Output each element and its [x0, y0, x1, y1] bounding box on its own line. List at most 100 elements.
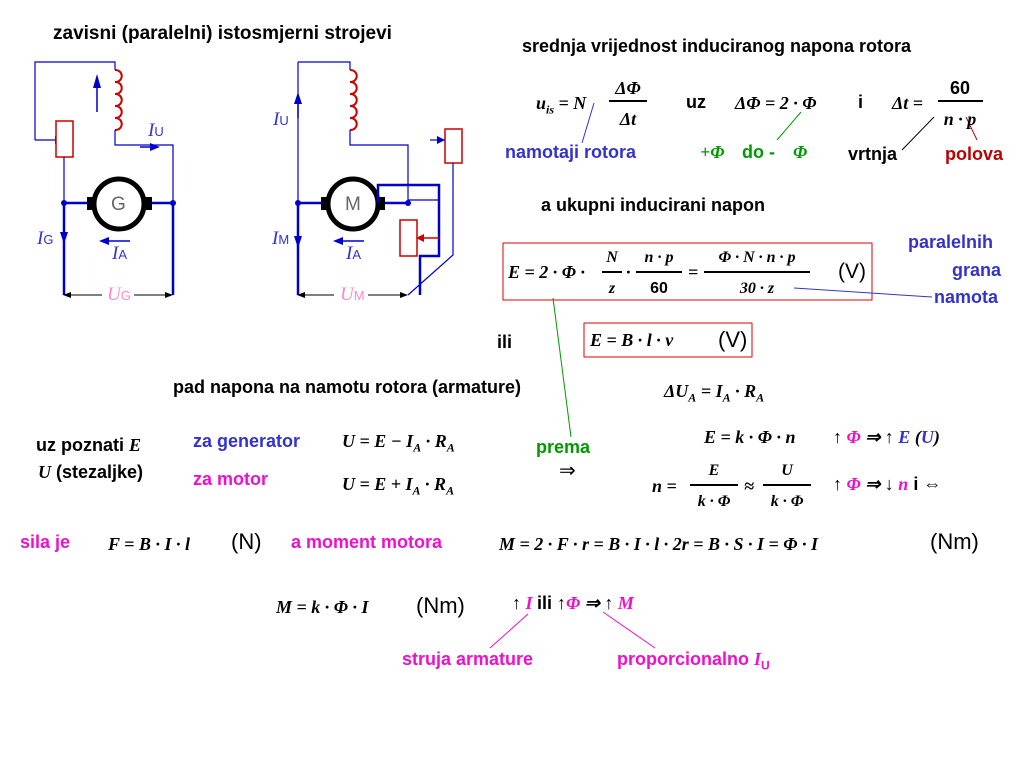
pointer-struja [489, 613, 529, 649]
formula-n-f2-den: k · Φ [770, 493, 804, 510]
za-motor-label: za motor [193, 469, 269, 489]
formula-mk-unit: (Nm) [416, 593, 465, 618]
formula-e-box [502, 242, 873, 301]
formula-force-unit: (N) [231, 529, 262, 554]
formula-dt-lhs: Δt = [892, 93, 924, 113]
formula-e-f3-den: 30 · z [739, 280, 775, 297]
formula-moment-unit: (Nm) [930, 529, 979, 554]
generator-rheostat [55, 120, 74, 158]
generator-ig-label: IG [37, 228, 54, 249]
generator-iu-label: IU [148, 120, 164, 141]
pointer-polova [965, 116, 978, 141]
prema-arrow: ⇒ [559, 460, 576, 482]
generator-machine-label: G [111, 194, 126, 215]
formula-e-f3-num: Φ · N · n · p [718, 249, 796, 266]
section2-heading: a ukupni inducirani napon [541, 195, 766, 215]
namotaji-label: namotaji rotora [505, 142, 637, 162]
formula-n-f2-num: U [781, 462, 793, 479]
formula-mk-tail: ↑ I ili ↑Φ ⇒ ↑ M [512, 593, 634, 613]
formula-e-f1-num: N [606, 249, 618, 266]
formula-uis-bar [609, 100, 647, 102]
ili-label: ili [497, 332, 513, 352]
pointer-paralelnih [793, 287, 933, 298]
formula-e-f3-bar [704, 271, 810, 273]
generator-machine [91, 176, 147, 232]
formula-force: F = B · I · l [108, 534, 190, 554]
uz-poznati-label: uz poznati E [36, 435, 142, 455]
formula-ekphi: E = k · Φ · n [704, 427, 796, 447]
formula-n-f2-bar [763, 484, 811, 486]
page-title: zavisni (paralelni) istosmjerni strojevi [53, 23, 392, 44]
pointer-phi [776, 111, 802, 141]
formula-n-f1-num: E [708, 462, 720, 479]
polova-label: polova [945, 144, 1004, 164]
formula-e-lhs: E = 2 · Φ · [508, 262, 585, 282]
sila-je-label: sila je [20, 532, 71, 552]
formula-ekphi-tail: ↑ Φ ⇒ ↑ E (U) [833, 427, 940, 447]
i-label: i [858, 92, 864, 112]
formula-bl: E = B · l · v [590, 330, 674, 350]
pointer-vrtnja [901, 116, 935, 151]
formula-dt-num: 60 [949, 78, 971, 98]
generator-circuit [34, 61, 176, 298]
namota-label: namota [934, 287, 999, 307]
formula-n-tail: ↑ Φ ⇒ ↓ n i ⇔ [833, 474, 942, 494]
formula-n-f1-bar [690, 484, 738, 486]
section1-heading: srednja vrijednost induciranog napona ro… [522, 36, 912, 56]
generator-field-coil [114, 69, 123, 131]
motor-iu-label: IU [273, 109, 289, 130]
vrtnja-label: vrtnja [848, 144, 898, 164]
motor-u-label: UM [340, 284, 365, 305]
za-generator-label: za generator [193, 431, 301, 451]
pointer-prema [552, 297, 572, 438]
formula-uis-num: ΔΦ [615, 78, 641, 98]
formula-e-f2-bar [636, 271, 682, 273]
formula-n-approx: ≈ [744, 476, 754, 496]
formula-du: ΔUA = IA · RA [664, 381, 765, 405]
motor-machine [325, 176, 381, 232]
pointer-proporcionalno [602, 611, 656, 649]
motor-machine-label: M [345, 194, 361, 215]
formula-dt-bar [938, 100, 983, 102]
motor-circuit [294, 61, 463, 298]
formula-e-f2-den: 60 [650, 280, 668, 297]
do-label: do - [742, 142, 775, 162]
formula-uis-den: Δt [619, 109, 637, 129]
formula-dt-den: n · p [943, 109, 977, 129]
generator-ia-label: IA [112, 243, 127, 264]
formula-e-dot: · [626, 262, 631, 282]
motor-im-label: IM [272, 228, 290, 249]
formula-moment: M = 2 · F · r = B · I · l · 2r = B · S ·… [499, 534, 818, 554]
phi-minus-label: Φ [793, 142, 808, 162]
formula-generator: U = E − IA · RA [342, 431, 455, 455]
motor-field-rheostat [444, 128, 463, 164]
generator-u-label: UG [107, 284, 131, 305]
motor-ia-label: IA [346, 243, 361, 264]
stezaljke-label: U (stezaljke) [38, 462, 144, 482]
phi-plus-label: +Φ [700, 142, 725, 162]
prema-label: prema [536, 437, 591, 457]
section3-heading: pad napona na namotu rotora (armature) [173, 377, 522, 397]
formula-e-eq: = [688, 262, 699, 282]
motor-field-coil [349, 69, 358, 131]
formula-n-f1-den: k · Φ [697, 493, 731, 510]
paralelnih-label: paralelnih [908, 232, 994, 252]
proporcionalno-label: proporcionalno IU [617, 649, 770, 673]
struja-armature-label: struja armature [402, 649, 534, 669]
formula-e-unit: (V) [838, 260, 866, 283]
a-moment-label: a moment motora [291, 532, 443, 552]
formula-bl-box [583, 322, 753, 358]
formula-motor: U = E + IA · RA [342, 474, 455, 498]
formula-dphi: ΔΦ = 2 · Φ [735, 93, 817, 113]
formula-e-f2-num: n · p [644, 249, 674, 266]
pointer-namotaji [581, 102, 595, 144]
grana-label: grana [952, 260, 1002, 280]
formula-uis-lhs: uis = N [536, 93, 587, 117]
uz-label: uz [686, 92, 706, 112]
formula-mk: M = k · Φ · I [276, 597, 369, 617]
formula-e-f1-bar [602, 271, 622, 273]
formula-e-f1-den: z [608, 280, 616, 297]
motor-armature-rheostat [399, 219, 418, 257]
formula-bl-unit: (V) [718, 327, 748, 352]
